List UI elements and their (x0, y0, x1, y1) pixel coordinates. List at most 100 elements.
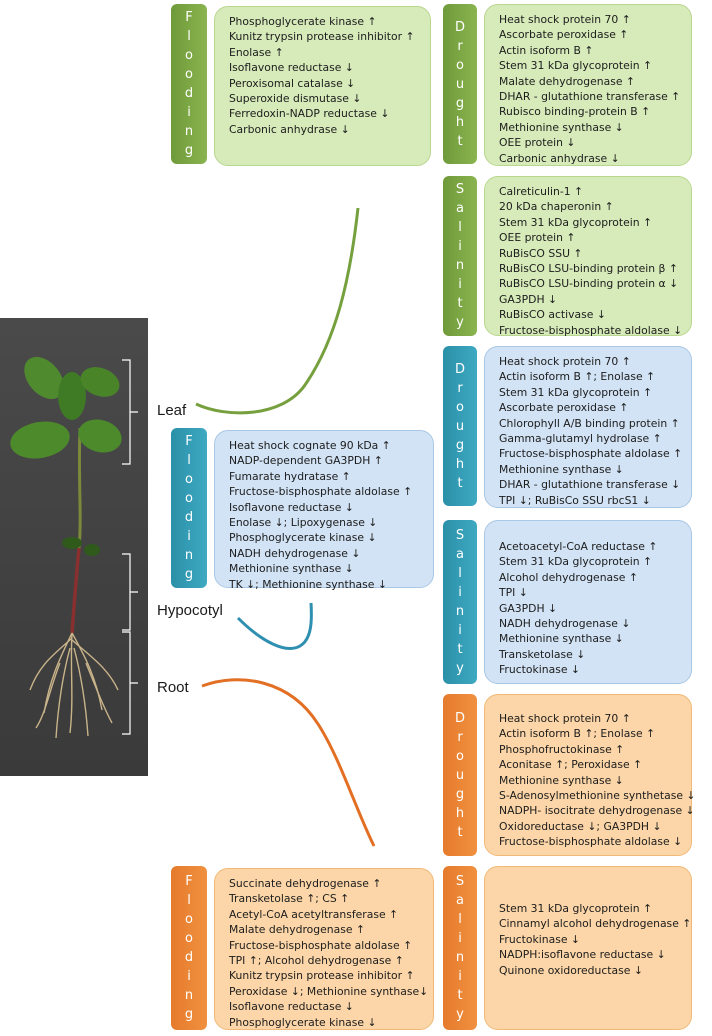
root-drought-tab-letter: t (457, 824, 463, 840)
leaf-drought-protein-item: Rubisco binding-protein B ↑ (499, 105, 651, 119)
root-flooding-protein-item: Succinate dehydrogenase ↑ (229, 877, 382, 890)
hypocotyl-flooding-protein-item: NADP-dependent GA3PDH ↑ (229, 454, 383, 468)
hypocotyl-drought-tab-letter: g (455, 437, 465, 453)
hypocotyl-flooding-protein-item: TK ↓; Methionine synthase ↓ (229, 577, 387, 591)
leaf-drought-protein-item: Carbonic anhydrase ↓ (499, 151, 620, 165)
leaf-drought-tab-letter: g (455, 95, 465, 111)
hypocotyl-flooding-tab-letter: l (187, 453, 191, 468)
leaf-drought-tab-letter: o (456, 57, 464, 73)
root-drought-tab-letter: g (455, 786, 465, 802)
root-salinity-tab-letter: a (456, 893, 464, 908)
root-drought-tab-letter: D (454, 710, 465, 726)
leaf-flooding-tab-letter: g (184, 143, 194, 158)
leaf-salinity-box: Calreticulin-1 ↑20 kDa chaperonin ↑Stem … (484, 176, 692, 337)
root-flooding-tab-letter: F (185, 874, 193, 889)
root-salinity-tab-letter: t (457, 988, 463, 1003)
root-salinity-box: Stem 31 kDa glycoprotein ↑Cinnamyl alcoh… (484, 866, 692, 1030)
root-drought-protein-item: NADPH- isocitrate dehydrogenase ↓ (499, 804, 695, 818)
hypocotyl-flooding-protein-item: Enolase ↓; Lipoxygenase ↓ (229, 516, 378, 530)
leaf-flooding-protein-item: Carbonic anhydrase ↓ (229, 122, 350, 136)
hypocotyl-salinity-tab-letter: a (456, 547, 464, 562)
hypocotyl-flooding-tab-letter: i (187, 529, 191, 544)
soybean-plant-photo (0, 318, 148, 776)
leaf-drought-protein-item: DHAR - glutathione transferase ↑ (499, 90, 681, 104)
hypocotyl-salinity-tab-letter: t (457, 642, 463, 657)
root-drought-tab-letter: h (455, 805, 465, 821)
hypocotyl-drought-protein-item: Actin isoform B ↑; Enolase ↑ (499, 370, 656, 384)
leaf-label: Leaf (157, 402, 187, 419)
hypocotyl-curve (236, 602, 313, 650)
root-drought-protein-item: Heat shock protein 70 ↑ (499, 712, 631, 725)
hypocotyl-drought-tab-letter: o (456, 399, 464, 415)
root-salinity-tab-letter: S (455, 874, 465, 889)
leaf-drought-protein-item: OEE protein ↓ (499, 136, 576, 150)
leaf-salinity-tab-letter: S (455, 182, 465, 197)
root-flooding-protein-item: Fructose-bisphosphate aldolase ↑ (229, 938, 413, 952)
leaf-salinity-tab-letter: y (456, 315, 464, 330)
root-flooding-tab-letter: o (185, 931, 193, 946)
root-flooding-tab-letter: g (184, 1007, 194, 1022)
root-label: Root (157, 679, 189, 696)
hypocotyl-salinity-protein-item: Transketolase ↓ (499, 647, 586, 661)
hypocotyl-salinity-tab-letter: y (456, 661, 464, 676)
root-drought-protein-list: Heat shock protein 70 ↑Actin isoform B ↑… (499, 711, 695, 850)
root-flooding-protein-item: Malate dehydrogenase ↑ (229, 923, 365, 937)
root-flooding-protein-item: Isoflavone reductase ↓ (229, 1000, 354, 1014)
hypocotyl-flooding-tab-letter: o (185, 491, 193, 506)
root-flooding-protein-item: Transketolase ↑; CS ↑ (229, 892, 350, 906)
hypocotyl-flooding-tab-letter: d (184, 510, 194, 525)
leaf-drought-box: Heat shock protein 70 ↑Ascorbate peroxid… (484, 4, 692, 166)
hypocotyl-salinity-protein-list: Acetoacetyl-CoA reductase ↑Stem 31 kDa g… (499, 539, 683, 678)
hypocotyl-drought-protein-item: Ascorbate peroxidase ↑ (499, 401, 629, 415)
root-drought-box: Heat shock protein 70 ↑Actin isoform B ↑… (484, 694, 695, 856)
root-drought-tab-letter: u (455, 767, 465, 783)
hypocotyl-salinity-protein-item: NADH dehydrogenase ↓ (499, 617, 631, 631)
root-flooding-protein-item: TPI ↑; Alcohol dehydrogenase ↑ (229, 954, 404, 968)
hypocotyl-drought-tab-letter: h (455, 456, 465, 472)
hypocotyl-drought-box: Heat shock protein 70 ↑Actin isoform B ↑… (484, 346, 692, 508)
leaf-drought-tab-letter: t (457, 133, 463, 149)
leaf-drought-protein-item: Actin isoform B ↑ (499, 43, 594, 57)
hypocotyl-flooding-tab-letter: F (185, 434, 193, 449)
leaf-flooding-tab-letter: F (185, 10, 193, 25)
root-flooding-protein-item: Acetyl-CoA acetyltransferase ↑ (229, 907, 399, 921)
leaf-flooding-tab-letter: o (185, 67, 193, 82)
hypocotyl-flooding-tab-letter: g (184, 567, 194, 582)
root-flooding-protein-item: Peroxidase ↓; Methionine synthase↓ (229, 984, 429, 998)
hypocotyl-drought-protein-item: Gamma-glutamyl hydrolase ↑ (499, 432, 662, 446)
hypocotyl-salinity-tab-letter: n (455, 604, 465, 619)
root-salinity-protein-item: NADPH:isoflavone reductase ↓ (499, 948, 666, 962)
root-salinity-tab-letter: i (458, 969, 462, 984)
hypocotyl-label: Hypocotyl (157, 602, 223, 619)
hypocotyl-drought-protein-item: DHAR - glutathione transferase ↓ (499, 478, 681, 492)
root-salinity-protein-item: Cinnamyl alcohol dehydrogenase ↑ (499, 917, 692, 931)
hypocotyl-flooding-protein-item: NADH dehydrogenase ↓ (229, 546, 361, 560)
leaf-flooding-protein-item: Isoflavone reductase ↓ (229, 61, 354, 75)
root-salinity-protein-item: Quinone oxidoreductase ↓ (499, 963, 643, 977)
leaf-flooding-protein-item: Phosphoglycerate kinase ↑ (229, 15, 377, 28)
hypocotyl-flooding-tab-letter: o (185, 472, 193, 487)
hypocotyl-flooding-protein-item: Heat shock cognate 90 kDa ↑ (229, 439, 391, 452)
hypocotyl-salinity-tab-letter: S (455, 528, 465, 543)
root-drought-protein-item: Fructose-bisphosphate aldolase ↓ (499, 835, 683, 849)
root-drought-tab-letter: o (456, 748, 464, 764)
root-flooding-tab-letter: n (184, 988, 194, 1003)
leaf-salinity-protein-item: RuBisCO activase ↓ (499, 308, 606, 322)
root-drought-tab-letter: r (457, 729, 463, 745)
leaf-salinity-tab-letter: i (458, 239, 462, 254)
leaf-salinity-tab-letter: i (458, 277, 462, 292)
root-salinity-tab-letter: n (455, 950, 465, 965)
hypocotyl-flooding-tab-letter: n (184, 548, 194, 563)
leaf-flooding-protein-item: Enolase ↑ (229, 45, 284, 59)
hypocotyl-salinity-protein-item: TPI ↓ (499, 586, 528, 600)
root-drought-protein-item: Aconitase ↑; Peroxidase ↑ (499, 758, 643, 772)
leaf-drought-protein-item: Stem 31 kDa glycoprotein ↑ (499, 59, 653, 73)
leaf-salinity-tab-letter: n (455, 258, 465, 273)
hypocotyl-drought-tab-letter: D (454, 361, 465, 377)
